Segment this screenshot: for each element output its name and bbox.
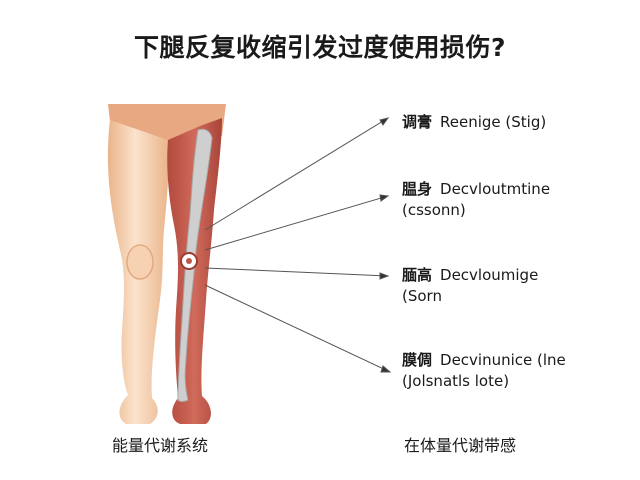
page-title: 下腿反复收缩引发过度使用损伤? — [133, 33, 506, 62]
footer-label-right: 在体量代谢带感 — [404, 436, 517, 455]
callout-1-en: Reenige (Stig) — [440, 113, 547, 131]
callout-4: 膜倜 Decvinunice (lne (Jolsnatls lote) — [402, 350, 566, 392]
callout-1: 调膏 Reenige (Stig) — [402, 112, 546, 133]
callout-3-en: Decvloumige — [440, 266, 539, 284]
callout-4-cn: 膜倜 — [402, 351, 433, 369]
callout-4-sub: (Jolsnatls lote) — [402, 372, 510, 390]
callout-2-cn: 腽身 — [402, 180, 433, 198]
callout-2: 腽身 Decvloutmtine (cssonn) — [402, 179, 550, 221]
callout-1-cn: 调膏 — [402, 113, 433, 131]
callout-2-en: Decvloutmtine — [440, 180, 551, 198]
callout-3-cn: 腼高 — [402, 266, 433, 284]
leg-bone — [177, 128, 213, 402]
footer-label-left: 能量代谢系统 — [112, 436, 209, 455]
callout-2-sub: (cssonn) — [402, 201, 466, 219]
callout-4-en: Decvinunice (lne — [440, 351, 566, 369]
pointer-lines — [204, 117, 392, 373]
callout-3: 腼高 Decvloumige (Sorn — [402, 265, 538, 307]
callout-3-sub: (Sorn — [402, 287, 442, 305]
left-knee — [126, 244, 154, 280]
